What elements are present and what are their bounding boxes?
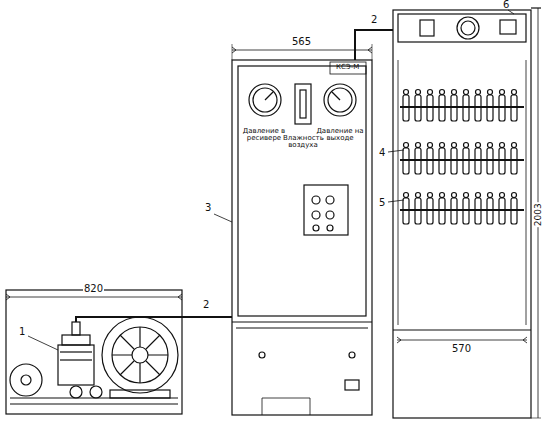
- callout-number: 3: [205, 203, 211, 214]
- valve-knob: [440, 90, 445, 95]
- valve-knob: [404, 143, 409, 148]
- valve-knob: [500, 143, 505, 148]
- valve: [475, 95, 481, 121]
- valve-knob: [416, 90, 421, 95]
- valve-knob: [512, 143, 517, 148]
- valve: [451, 198, 457, 224]
- callout-number: 1: [19, 327, 25, 338]
- valve-knob: [404, 90, 409, 95]
- valve-knob: [452, 193, 457, 198]
- valve-knob: [416, 143, 421, 148]
- valve-knob: [512, 90, 517, 95]
- valve-knob: [452, 143, 457, 148]
- valve: [499, 198, 505, 224]
- valve: [427, 148, 433, 174]
- valve: [487, 198, 493, 224]
- panel-label: Давление на выходе: [315, 128, 365, 143]
- panel-label: Влажность воздуха: [283, 135, 323, 150]
- valve: [403, 148, 409, 174]
- valve: [511, 95, 517, 121]
- valve: [403, 198, 409, 224]
- valve: [499, 95, 505, 121]
- valve-knob: [500, 193, 505, 198]
- valve-knob: [488, 193, 493, 198]
- valve-knob: [476, 143, 481, 148]
- valve: [511, 148, 517, 174]
- callout-number: 5: [379, 198, 385, 209]
- valve: [499, 148, 505, 174]
- valve: [427, 95, 433, 121]
- valve: [439, 148, 445, 174]
- valve: [463, 95, 469, 121]
- nameplate: КСЭ-М: [336, 64, 359, 71]
- callout-number: 2: [203, 300, 209, 311]
- valve: [439, 95, 445, 121]
- valve-knob: [464, 143, 469, 148]
- valve: [415, 95, 421, 121]
- valve: [439, 198, 445, 224]
- valve: [475, 148, 481, 174]
- callout-number: 6: [503, 0, 509, 11]
- valve: [451, 95, 457, 121]
- callout-number: 2: [371, 15, 377, 26]
- valve: [475, 198, 481, 224]
- valve: [487, 148, 493, 174]
- valve-rack: [388, 8, 541, 418]
- valve-knob: [476, 90, 481, 95]
- compressor-unit: [6, 290, 232, 414]
- valve: [403, 95, 409, 121]
- valve-knob: [404, 193, 409, 198]
- dimension: 2003: [534, 202, 543, 227]
- valve-knob: [428, 90, 433, 95]
- valve: [463, 148, 469, 174]
- valve-knob: [428, 143, 433, 148]
- valve-knob: [464, 90, 469, 95]
- dimension: 565: [291, 37, 312, 48]
- valve: [463, 198, 469, 224]
- valve: [487, 95, 493, 121]
- valve-knob: [440, 143, 445, 148]
- valve-knob: [500, 90, 505, 95]
- valve-knob: [428, 193, 433, 198]
- valve-knob: [440, 193, 445, 198]
- valve-knob: [464, 193, 469, 198]
- valve: [511, 198, 517, 224]
- valve-knob: [416, 193, 421, 198]
- valve-knob: [512, 193, 517, 198]
- dimension: 820: [83, 284, 104, 295]
- valve: [451, 148, 457, 174]
- valve-knob: [488, 90, 493, 95]
- dimension: 570: [451, 344, 472, 355]
- control-cabinet: [214, 30, 393, 415]
- valve: [427, 198, 433, 224]
- panel-label: Давление в ресивере: [239, 128, 289, 143]
- valve: [415, 198, 421, 224]
- valve-knob: [452, 90, 457, 95]
- valve-knob: [488, 143, 493, 148]
- valve: [415, 148, 421, 174]
- valve-knob: [476, 193, 481, 198]
- callout-number: 4: [379, 148, 385, 159]
